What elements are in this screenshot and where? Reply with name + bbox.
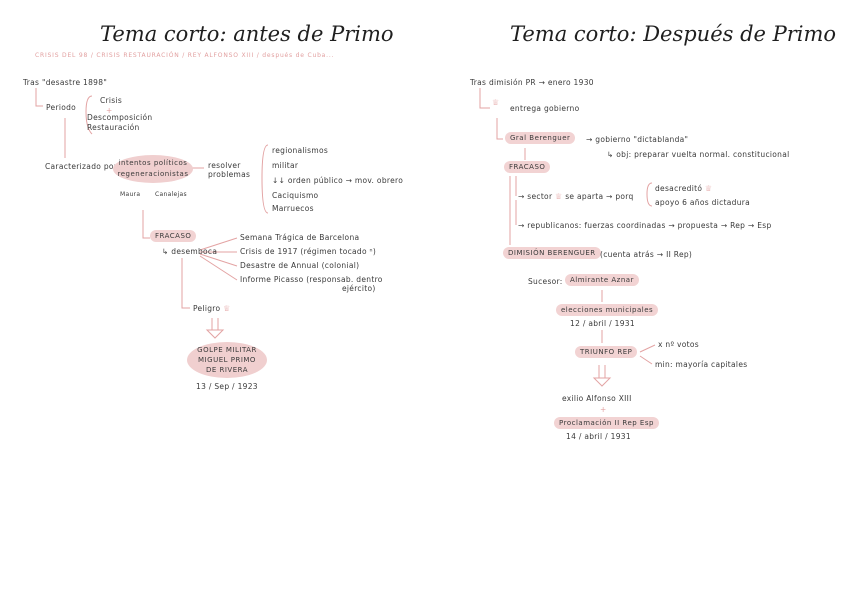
porq-label: desacreditó — [655, 184, 703, 193]
triunfo-pill: TRIUNFO REP — [575, 346, 638, 358]
proclamacion-pill: Proclamación II Rep Esp — [554, 417, 659, 429]
fracaso-pill-left: FRACASO — [150, 230, 197, 242]
plus: + — [600, 405, 607, 414]
intentos-line: regeneracionistas — [117, 170, 189, 178]
desemboca-item: Informe Picasso (responsab. dentro — [240, 275, 383, 284]
triunfo-item: x nº votos — [658, 340, 699, 349]
republicanos: → republicanos: fuerzas coordinadas → pr… — [518, 221, 772, 230]
sector: → sector ♕ se aparta → porq — [518, 192, 634, 201]
resolver-line: problemas — [208, 170, 251, 179]
desemboca-item: Semana Trágica de Barcelona — [240, 233, 360, 242]
arrow-berenguer — [496, 118, 503, 140]
exilio: exilio Alfonso XIII — [562, 394, 632, 403]
politico: Canalejas — [155, 191, 187, 198]
problema-item: ↓↓ orden público → mov. obrero — [272, 176, 404, 185]
arrows-triunfo — [639, 344, 656, 365]
politico: Maura — [120, 191, 141, 198]
porq-item: desacreditó ♕ — [655, 184, 712, 193]
aparta-label: se aparta → porq — [565, 192, 634, 201]
arrows-desemboca — [199, 237, 238, 281]
left-subtitle: CRISIS DEL 98 / CRISIS RESTAURACIÓN / RE… — [35, 52, 335, 59]
desemboca-item: Desastre de Annual (colonial) — [240, 261, 360, 270]
line-fracaso — [142, 210, 150, 239]
periodo-item: Restauración — [87, 123, 140, 132]
golpe-militar-oval: GOLPE MILITAR MIGUEL PRIMO DE RIVERA — [187, 342, 267, 378]
resolver-line: resolver — [208, 161, 241, 170]
problema-item: Marruecos — [272, 204, 314, 213]
problema-item: Caciquismo — [272, 191, 319, 200]
periodo: Periodo — [46, 103, 77, 112]
golpe-fecha: 13 / Sep / 1923 — [196, 382, 258, 391]
periodo-item: Descomposición — [87, 113, 153, 122]
fecha-elecciones: 12 / abril / 1931 — [570, 319, 635, 328]
crown-icon: ♕ — [555, 192, 563, 201]
dimision-pill: DIMISIÓN BERENGUER — [503, 247, 601, 259]
peligro-label: Peligro — [193, 304, 221, 313]
periodo-item: Crisis — [100, 96, 123, 105]
brace-problemas — [261, 144, 269, 214]
cuenta-atras: (cuenta atrás → II Rep) — [600, 250, 693, 259]
desemboca-item: Crisis de 1917 (régimen tocado ⁿ) — [240, 247, 377, 256]
elecciones-pill: elecciones municipales — [556, 304, 659, 316]
tras-dimision: Tras dimisión PR → enero 1930 — [470, 78, 594, 87]
aznar-pill: Almirante Aznar — [565, 274, 639, 286]
double-arrow-golpe — [205, 318, 225, 339]
golpe-line: MIGUEL PRIMO — [198, 356, 256, 364]
periodo-plus: + — [106, 106, 113, 115]
porq-item: apoyo 6 años dictadura — [655, 198, 751, 207]
arrow-tras-entrega — [479, 88, 490, 109]
sucesor: Sucesor: — [528, 277, 563, 286]
gobierno-dictablanda: → gobierno "dictablanda" — [586, 135, 689, 144]
crown-icon: ♕ — [704, 184, 713, 193]
brace-porq — [646, 182, 653, 207]
fecha-proclamacion: 14 / abril / 1931 — [566, 432, 631, 441]
arrow-tras-periodo — [35, 88, 43, 107]
crown-icon: ♕ — [492, 98, 500, 107]
golpe-line: DE RIVERA — [205, 366, 249, 374]
line-peligro — [181, 258, 190, 309]
sector-label: → sector — [518, 192, 553, 201]
entrega-gobierno: entrega gobierno — [510, 104, 580, 113]
tras-desastre: Tras "desastre 1898" — [23, 78, 108, 87]
crown-icon: ♕ — [223, 304, 231, 313]
objetivo: ↳ obj: preparar vuelta normal. constituc… — [607, 150, 790, 159]
fracaso-pill-right: FRACASO — [504, 161, 551, 173]
problema-item: militar — [272, 161, 299, 170]
caracterizado: Caracterizado por — [45, 162, 118, 171]
intentos-line: intentos políticos — [118, 159, 188, 167]
brace-periodo — [85, 95, 93, 135]
desemboca: ↳ desemboca — [162, 247, 218, 256]
peligro: Peligro ♕ — [193, 304, 231, 313]
right-title: Tema corto: Después de Primo — [510, 22, 837, 46]
intentos-oval: intentos políticos regeneracionistas — [113, 155, 193, 183]
golpe-line: GOLPE MILITAR — [197, 346, 257, 354]
berenguer-pill: Gral Berenguer — [505, 132, 576, 144]
triunfo-item: min: mayoría capitales — [655, 360, 748, 369]
problema-item: regionalismos — [272, 146, 329, 155]
double-arrow-exilio — [592, 365, 612, 387]
desemboca-item: ejército) — [342, 284, 376, 293]
left-title: Tema corto: antes de Primo — [100, 22, 394, 46]
